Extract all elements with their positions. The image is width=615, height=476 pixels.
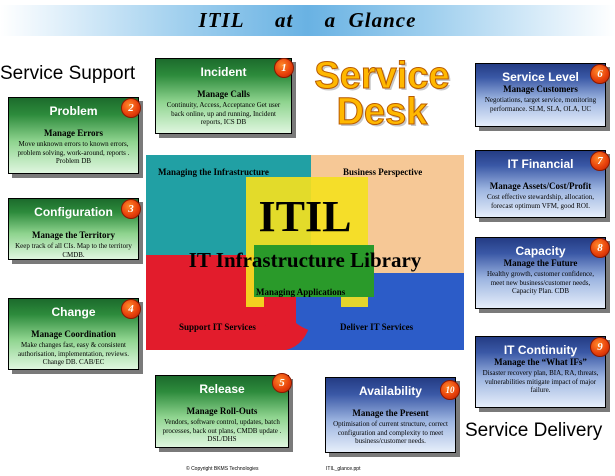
copyright-footer: © Copyright BKMS Technologies (186, 466, 259, 472)
service-support-label: Service Support (0, 63, 136, 84)
managing-applications-label: Managing Applications (256, 287, 346, 297)
service-level-subtitle: Manage Customers (503, 84, 578, 94)
itil-quadrants (146, 155, 464, 350)
availability-box: Availability Manage the Present Optimisa… (325, 377, 460, 453)
it-financial-title: IT Financial (507, 157, 574, 171)
service-level-box: Service Level Manage Customers Negotiati… (475, 63, 610, 127)
title-banner: ITIL at a Glance (0, 5, 615, 36)
it-continuity-subtitle: Manage the “What IFs” (494, 357, 587, 367)
configuration-subtitle: Manage the Territory (32, 230, 115, 240)
change-description: Make changes fast, easy & consistent aut… (17, 341, 129, 366)
green-block (254, 245, 374, 297)
support-it-services-label: Support IT Services (179, 322, 256, 332)
it-infrastructure-library-label: IT Infrastructure Library (188, 248, 422, 272)
it-financial-number-badge: 7 (590, 151, 610, 171)
it-continuity-title: IT Continuity (503, 343, 578, 357)
release-box: Release Manage Roll-Outs Vendors, softwa… (155, 373, 292, 448)
release-number-badge: 5 (272, 373, 292, 393)
incident-subtitle: Manage Calls (197, 89, 250, 99)
red-drop (264, 297, 296, 330)
availability-subtitle: Manage the Present (352, 408, 429, 418)
service-level-description: Negotiations, target service, monitoring… (484, 96, 597, 113)
release-description: Vendors, software control, updates, batc… (162, 418, 282, 443)
service-level-title: Service Level (502, 70, 579, 84)
blue-drop (296, 297, 341, 332)
service-desk-line1: Service (314, 55, 450, 97)
incident-title: Incident (200, 65, 247, 79)
service-desk-line2: Desk (336, 91, 428, 133)
managing-infrastructure-label: Managing the Infrastructure (158, 167, 269, 177)
incident-number-badge: 1 (274, 58, 294, 78)
capacity-description: Healthy growth, customer confidence, mee… (486, 270, 595, 295)
itil-center-graphic: Managing the Infrastructure Business Per… (146, 155, 464, 350)
problem-number-badge: 2 (121, 98, 141, 118)
release-title: Release (199, 382, 245, 396)
incident-description: Continuity, Access, Acceptance Get user … (166, 101, 281, 126)
release-subtitle: Manage Roll-Outs (186, 406, 258, 416)
availability-title: Availability (359, 384, 422, 398)
problem-description: Move unknown errors to known errors, pro… (17, 140, 130, 165)
capacity-subtitle: Manage the Future (503, 258, 578, 268)
it-financial-subtitle: Manage Assets/Cost/Profit (489, 181, 592, 191)
itil-big-label: ITIL (258, 192, 352, 241)
it-financial-box: IT Financial Manage Assets/Cost/Profit C… (475, 150, 610, 218)
configuration-title: Configuration (34, 205, 113, 219)
service-desk-title: Service Desk (312, 55, 452, 133)
configuration-box: Configuration Manage the Territory Keep … (8, 198, 141, 260)
configuration-number-badge: 3 (121, 199, 141, 219)
capacity-box: Capacity Manage the Future Healthy growt… (475, 237, 610, 309)
problem-title: Problem (49, 104, 98, 118)
filename-footer: ITIL_glance.ppt (326, 466, 361, 472)
it-continuity-number-badge: 9 (590, 337, 610, 357)
incident-box: Incident Manage Calls Continuity, Access… (155, 58, 294, 134)
availability-number-badge: 10 (440, 380, 460, 400)
deliver-it-services-label: Deliver IT Services (340, 322, 414, 332)
service-delivery-label: Service Delivery (465, 420, 603, 441)
page-title: ITIL at a Glance (198, 8, 417, 32)
change-subtitle: Manage Coordination (31, 329, 116, 339)
business-perspective-label: Business Perspective (343, 167, 423, 177)
it-continuity-description: Disaster recovery plan, BIA, RA, threats… (482, 369, 599, 394)
problem-subtitle: Manage Errors (43, 128, 104, 138)
capacity-title: Capacity (515, 244, 566, 258)
capacity-number-badge: 8 (590, 238, 610, 258)
problem-box: Problem Manage Errors Move unknown error… (8, 97, 141, 174)
service-level-number-badge: 6 (590, 64, 610, 84)
change-box: Change Manage Coordination Make changes … (8, 298, 141, 370)
change-number-badge: 4 (121, 299, 141, 319)
availability-description: Optimisation of current structure, corre… (333, 420, 448, 445)
configuration-description: Keep track of all CIs. Map to the territ… (15, 242, 132, 259)
it-continuity-box: IT Continuity Manage the “What IFs” Disa… (475, 336, 610, 408)
change-title: Change (51, 305, 96, 319)
it-financial-description: Cost effective stewardship, allocation, … (487, 193, 594, 210)
